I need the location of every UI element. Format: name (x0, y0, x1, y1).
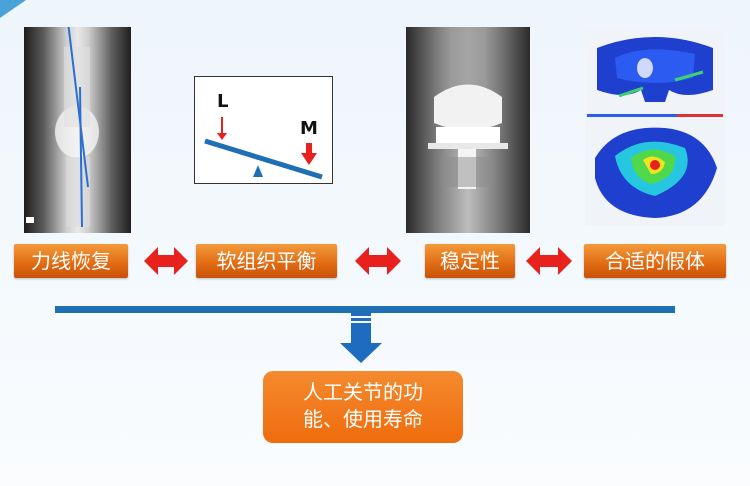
knee-prosthesis-xray-image (406, 27, 530, 233)
outcome-box: 人工关节的功 能、使用寿命 (263, 371, 463, 443)
suitable-prosthesis-label: 合适的假体 (584, 244, 726, 278)
down-arrow-icon (340, 313, 382, 363)
double-headed-arrow-icon (355, 247, 401, 275)
right-force-arrow-icon (301, 153, 317, 165)
balance-right-label: M (300, 118, 318, 139)
left-force-arrow-icon (217, 133, 227, 140)
balance-left-label: L (217, 91, 228, 112)
corner-decoration (0, 0, 26, 18)
alignment-restoration-label: 力线恢复 (14, 244, 128, 278)
connector-bar (55, 306, 675, 313)
outcome-line-1: 人工关节的功 (303, 380, 423, 404)
stability-label: 稳定性 (425, 244, 515, 278)
outcome-line-2: 能、使用寿命 (303, 407, 423, 431)
soft-tissue-balance-label: 软组织平衡 (196, 244, 337, 278)
seesaw-balance-diagram: L M (194, 76, 333, 184)
leg-alignment-xray-image (24, 27, 131, 233)
prosthesis-stress-analysis-image (585, 28, 725, 226)
fulcrum-icon (253, 165, 263, 177)
double-headed-arrow-icon (144, 247, 188, 275)
double-headed-arrow-icon (526, 247, 572, 275)
